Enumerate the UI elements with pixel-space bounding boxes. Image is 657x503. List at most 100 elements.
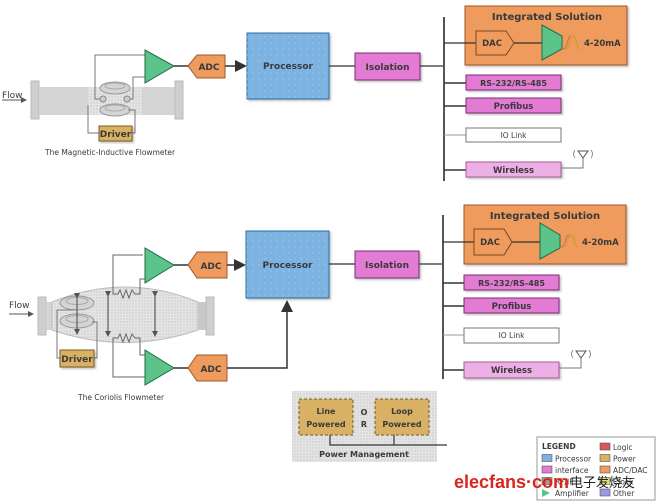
io-link-label-bottom: IO Link: [499, 331, 526, 340]
current-loop-icon-bottom: [562, 234, 579, 248]
resistor-bottom-icon: [112, 332, 145, 378]
legend-label-other: Other: [613, 489, 635, 498]
adc2-label: ADC: [200, 365, 221, 375]
isolation-block: [354, 52, 421, 81]
rs232-rs485-label: RS-232/RS-485: [480, 79, 547, 88]
amplifier-icon: [144, 49, 176, 84]
legend-swatch-interface: [541, 465, 553, 474]
current-output-label-bottom: 4-20mA: [582, 238, 619, 248]
power-management-title: Power Management: [319, 450, 409, 459]
isolation-block-bottom: [354, 250, 420, 279]
driver-box-bottom: [59, 349, 95, 368]
magnetic-pipe: [30, 80, 184, 120]
legend-label-rf-if: RF/IF: [555, 478, 574, 487]
legend-item-clock: Clock: [599, 477, 634, 487]
profibus-block: [465, 97, 562, 114]
current-output-label: 4-20mA: [584, 39, 621, 49]
io-link-block-bottom: [463, 327, 560, 344]
profibus-block-bottom: [463, 297, 560, 314]
watermark-cn-text: 电子发烧友: [570, 475, 635, 491]
loop-powered-line2: Powered: [382, 420, 422, 429]
or-r: R: [361, 420, 367, 429]
legend-item-rf-if: RF/IF: [541, 477, 574, 487]
magnetic-flowmeter-caption: The Magnetic-Inductive Flowmeter: [44, 148, 176, 157]
rs232-rs485-label-bottom: RS-232/RS-485: [478, 279, 545, 288]
dac-block: [475, 30, 515, 56]
antenna-icon: [561, 149, 593, 169]
loop-powered-box: [374, 398, 430, 436]
integrated-solution-title-bottom: Integrated Solution: [490, 211, 600, 222]
legend-swatch-power: [599, 454, 611, 462]
adc1-label: ADC: [200, 262, 221, 272]
isolation-label-bottom: Isolation: [365, 261, 409, 271]
adc-label: ADC: [198, 63, 219, 73]
io-link-label: IO Link: [501, 131, 528, 140]
driver-label-bottom: Driver: [61, 355, 93, 365]
magnetic-flowmeter-section: Flow Driver The Magnetic-Inductive Flowm…: [2, 32, 444, 157]
interfaces-bottom: Integrated Solution DAC 4-20mA RS-232/RS…: [442, 204, 627, 379]
resistor-top-icon: [112, 254, 145, 300]
driver-label: Driver: [100, 130, 132, 140]
dac-label: DAC: [482, 39, 502, 49]
legend-title: LEGEND: [542, 442, 576, 451]
isolation-label: Isolation: [365, 63, 409, 73]
dac-block-bottom: [473, 228, 513, 256]
legend-label-logic: Logic: [613, 443, 633, 452]
legend-item-processor: Processor: [541, 454, 592, 464]
interfaces-top: Integrated Solution DAC 4-20mA RS-232/RS…: [443, 5, 628, 181]
coriolis-pipe: [37, 286, 215, 343]
legend-item-other: Other: [599, 488, 635, 498]
legend-swatch-adc-dac: [599, 465, 611, 474]
loop-powered-line1: Loop: [391, 407, 413, 416]
flow-label: Flow: [2, 91, 23, 101]
legend-swatch-processor: [541, 454, 553, 462]
current-driver-amp-icon-bottom: [539, 222, 561, 260]
wireless-label-bottom: Wireless: [491, 366, 532, 376]
amplifier-bottom-icon: [144, 349, 175, 386]
legend-label-interface: interface: [555, 466, 589, 475]
power-management-block: Line Powered O R Loop Powered Power Mana…: [292, 391, 447, 462]
flow-label-bottom: Flow: [9, 301, 30, 311]
legend-swatch-clock: [599, 477, 611, 485]
integrated-solution-title: Integrated Solution: [492, 12, 602, 23]
io-link-block: [465, 127, 562, 143]
current-driver-amp-icon: [541, 24, 563, 61]
line-powered-line2: Powered: [306, 420, 346, 429]
watermark: elecfans·com 电子发烧友: [454, 472, 635, 492]
legend-label-adc-dac: ADC/DAC: [613, 466, 648, 475]
legend-swatch-amplifier: [542, 489, 550, 497]
line-powered-line1: Line: [317, 407, 337, 416]
legend-item-logic: Logic: [599, 442, 633, 452]
profibus-label: Profibus: [494, 102, 534, 112]
or-o: O: [361, 408, 368, 417]
wireless-label: Wireless: [493, 166, 534, 176]
line-powered-box: [298, 398, 354, 436]
processor-label-bottom: Processor: [263, 261, 314, 271]
wireless-block: [465, 161, 562, 178]
legend-item-amplifier: Amplifier: [542, 489, 590, 498]
legend-label-power: Power: [613, 455, 637, 464]
amplifier-top-icon: [144, 247, 175, 284]
coriolis-flowmeter-section: Flow Driver The Coriolis Flowmeter: [9, 230, 443, 402]
legend-swatch-other: [599, 488, 611, 497]
rs232-rs485-block-bottom: [463, 274, 560, 291]
driver-box: [98, 125, 133, 142]
legend-item-power: Power: [599, 454, 637, 464]
antenna-icon-bottom: [559, 349, 591, 369]
coriolis-flowmeter-caption: The Coriolis Flowmeter: [77, 393, 165, 402]
legend-item-adc-dac: ADC/DAC: [599, 465, 648, 475]
processor-label: Processor: [263, 62, 314, 72]
legend-swatch-logic: [599, 442, 611, 451]
current-loop-icon: [564, 35, 581, 50]
legend-item-interface: interface: [541, 465, 589, 475]
legend-label-clock: Clock: [613, 478, 634, 487]
legend-label-processor: Processor: [555, 455, 592, 464]
profibus-label-bottom: Profibus: [492, 302, 532, 312]
dac-label-bottom: DAC: [480, 238, 500, 248]
watermark-text: elecfans·com: [454, 472, 569, 492]
rs232-rs485-block: [465, 74, 562, 91]
legend-swatch-rf-if: [541, 477, 553, 485]
wireless-block-bottom: [463, 361, 560, 379]
